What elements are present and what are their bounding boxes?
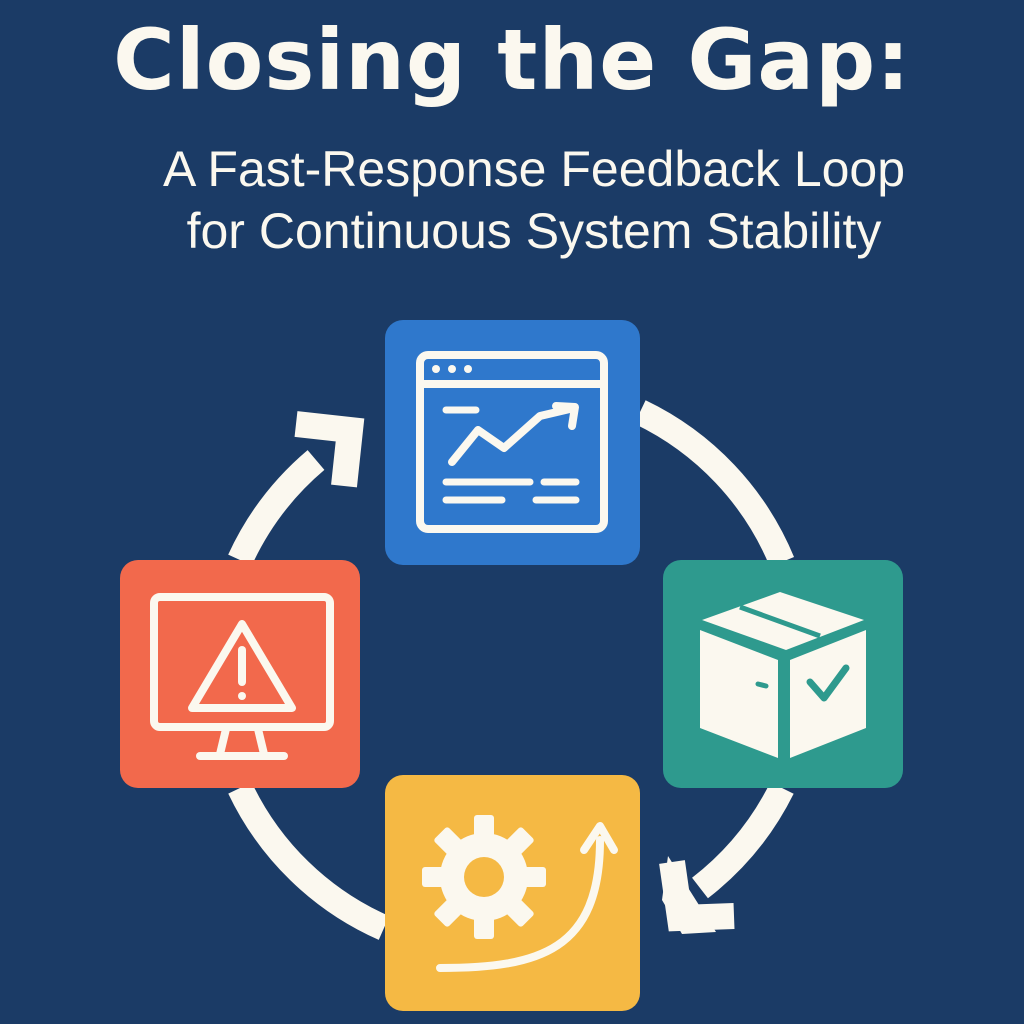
page-subtitle: A Fast-Response Feedback Loop for Contin… bbox=[0, 138, 1024, 262]
package-check-icon bbox=[700, 592, 866, 758]
dashboard-chart-icon bbox=[416, 351, 608, 533]
stage-alert bbox=[120, 560, 360, 788]
stage-deploy bbox=[663, 560, 903, 788]
subtitle-line-1: A Fast-Response Feedback Loop bbox=[162, 141, 906, 197]
gear-trend-icon bbox=[422, 815, 618, 972]
arrowhead-bottom-right-shape bbox=[659, 860, 735, 932]
loop-connectors bbox=[228, 400, 795, 940]
monitor-warning-icon bbox=[150, 593, 334, 760]
arc-top-to-right bbox=[634, 400, 795, 568]
arc-left-to-top bbox=[228, 450, 325, 566]
page-title: Closing the Gap: bbox=[113, 11, 911, 109]
stage-monitor bbox=[385, 320, 640, 565]
stage-optimize bbox=[385, 775, 640, 1011]
arc-bottom-to-left bbox=[228, 782, 390, 940]
arc-right-to-bottom bbox=[691, 782, 794, 899]
subtitle-line-2: for Continuous System Stability bbox=[186, 203, 882, 259]
arrowhead-top-left-shape bbox=[294, 411, 365, 488]
